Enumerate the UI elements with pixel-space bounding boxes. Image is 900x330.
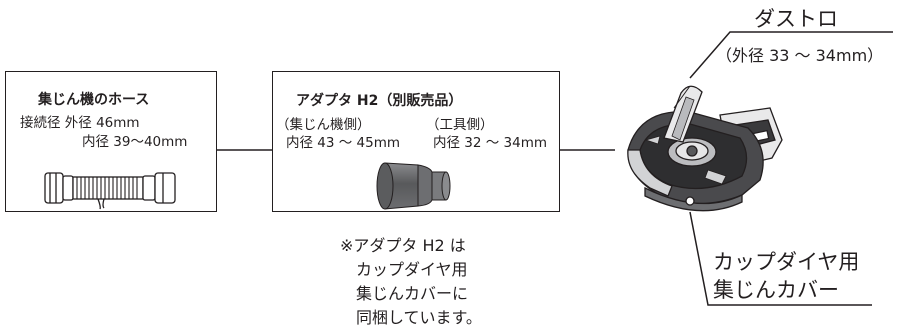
hose-outer-diameter: 接続径 外径 46mm — [20, 115, 140, 131]
hose-right-cuff — [154, 172, 176, 204]
hose-title: 集じん機のホース — [38, 92, 150, 108]
cover-label-line-1: カップダイヤ用 — [713, 250, 860, 274]
note-line-4: 同梱しています。 — [340, 308, 482, 327]
adapter-title: アダプタ H2（別販売品） — [296, 93, 463, 109]
dust-port-label: ダストロ — [754, 7, 838, 31]
cover-label-line-2: 集じんカバー — [713, 278, 839, 302]
note-line-1: ※アダプタ H2 は — [340, 236, 466, 255]
adapter-tool-side-diameter: 内径 32 ～ 34mm — [433, 135, 548, 151]
note-line-2: カップダイヤ用 — [340, 260, 468, 279]
hose-inner-diameter: 内径 39～40mm — [82, 134, 188, 150]
cover-rim — [644, 186, 743, 212]
dust-port-diameter: （外径 33 ～ 34mm） — [716, 46, 884, 65]
cover-leader — [689, 211, 872, 306]
adapter-collector-side-diameter: 内径 43 ～ 45mm — [286, 135, 401, 151]
dust-port-leader — [689, 31, 893, 79]
bundle-note: ※アダプタ H2 は カップダイヤ用 集じんカバーに 同梱しています。 — [340, 234, 482, 330]
note-line-3: 集じんカバーに — [340, 284, 469, 303]
adapter-tool-side-label: （工具側） — [426, 117, 494, 133]
adapter-collector-side-label: （集じん機側） — [276, 117, 371, 133]
